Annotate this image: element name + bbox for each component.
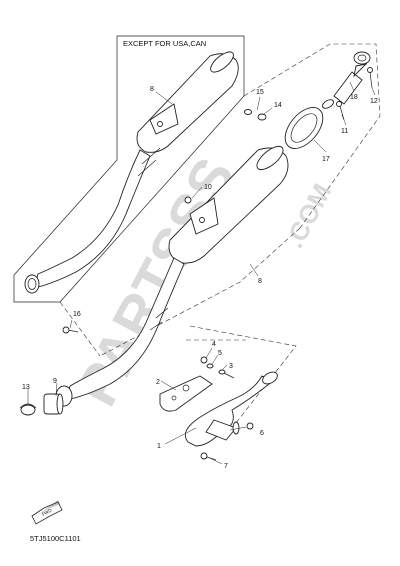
callout-9: 9 xyxy=(53,378,57,385)
callout-7: 7 xyxy=(224,463,228,470)
inset-box: EXCEPT FOR USA,CAN xyxy=(13,35,245,303)
fwd-label: FWD xyxy=(41,507,53,517)
callout-17: 17 xyxy=(322,156,330,163)
stud-3 xyxy=(218,369,235,379)
bolt-14 xyxy=(257,113,267,121)
bolt-15 xyxy=(243,109,253,115)
callout-12: 12 xyxy=(370,98,378,105)
bolt-7 xyxy=(200,452,217,461)
bolt-6 xyxy=(246,422,254,430)
insert-18 xyxy=(333,71,363,105)
fwd-arrow-icon: FWD xyxy=(31,500,63,525)
callout-14: 14 xyxy=(274,102,282,109)
callout-3: 3 xyxy=(229,363,233,370)
inset-bracket xyxy=(149,103,179,135)
front-pipe-1 xyxy=(184,375,275,447)
callout-16: 16 xyxy=(73,311,81,318)
gasket-9 xyxy=(43,393,64,415)
callout-15: 15 xyxy=(256,89,264,96)
bolt-12 xyxy=(367,67,373,89)
callout-10: 10 xyxy=(204,184,212,191)
leader-lines xyxy=(27,81,376,465)
clamp-13 xyxy=(19,403,37,416)
bolt-10 xyxy=(184,196,192,204)
washer-5 xyxy=(206,363,214,369)
callout-8-inset: 8 xyxy=(150,86,154,93)
callouts: 8 15 14 18 12 11 17 10 8 16 4 5 3 2 13 9… xyxy=(22,86,378,470)
inset-pipe-outlet xyxy=(24,274,40,294)
callout-5: 5 xyxy=(218,350,222,357)
bolt-16 xyxy=(62,326,79,334)
inset-title: EXCEPT FOR USA,CAN xyxy=(123,39,206,48)
callout-4: 4 xyxy=(212,341,216,348)
spark-arrester-group xyxy=(284,51,373,149)
gasket-2 xyxy=(159,375,213,412)
callout-6: 6 xyxy=(260,430,264,437)
watermark-sub: .COM xyxy=(279,179,337,253)
callout-2: 2 xyxy=(156,379,160,386)
callout-8-main: 8 xyxy=(258,278,262,285)
callout-11: 11 xyxy=(341,128,348,135)
main-muffler-bracket xyxy=(189,197,219,235)
gasket-17 xyxy=(284,107,324,149)
nut-4 xyxy=(200,356,208,364)
callout-1: 1 xyxy=(157,443,161,450)
callout-18: 18 xyxy=(350,94,358,101)
diagram-code: 5TJ5100C1101 xyxy=(30,534,81,543)
callout-13: 13 xyxy=(22,384,30,391)
